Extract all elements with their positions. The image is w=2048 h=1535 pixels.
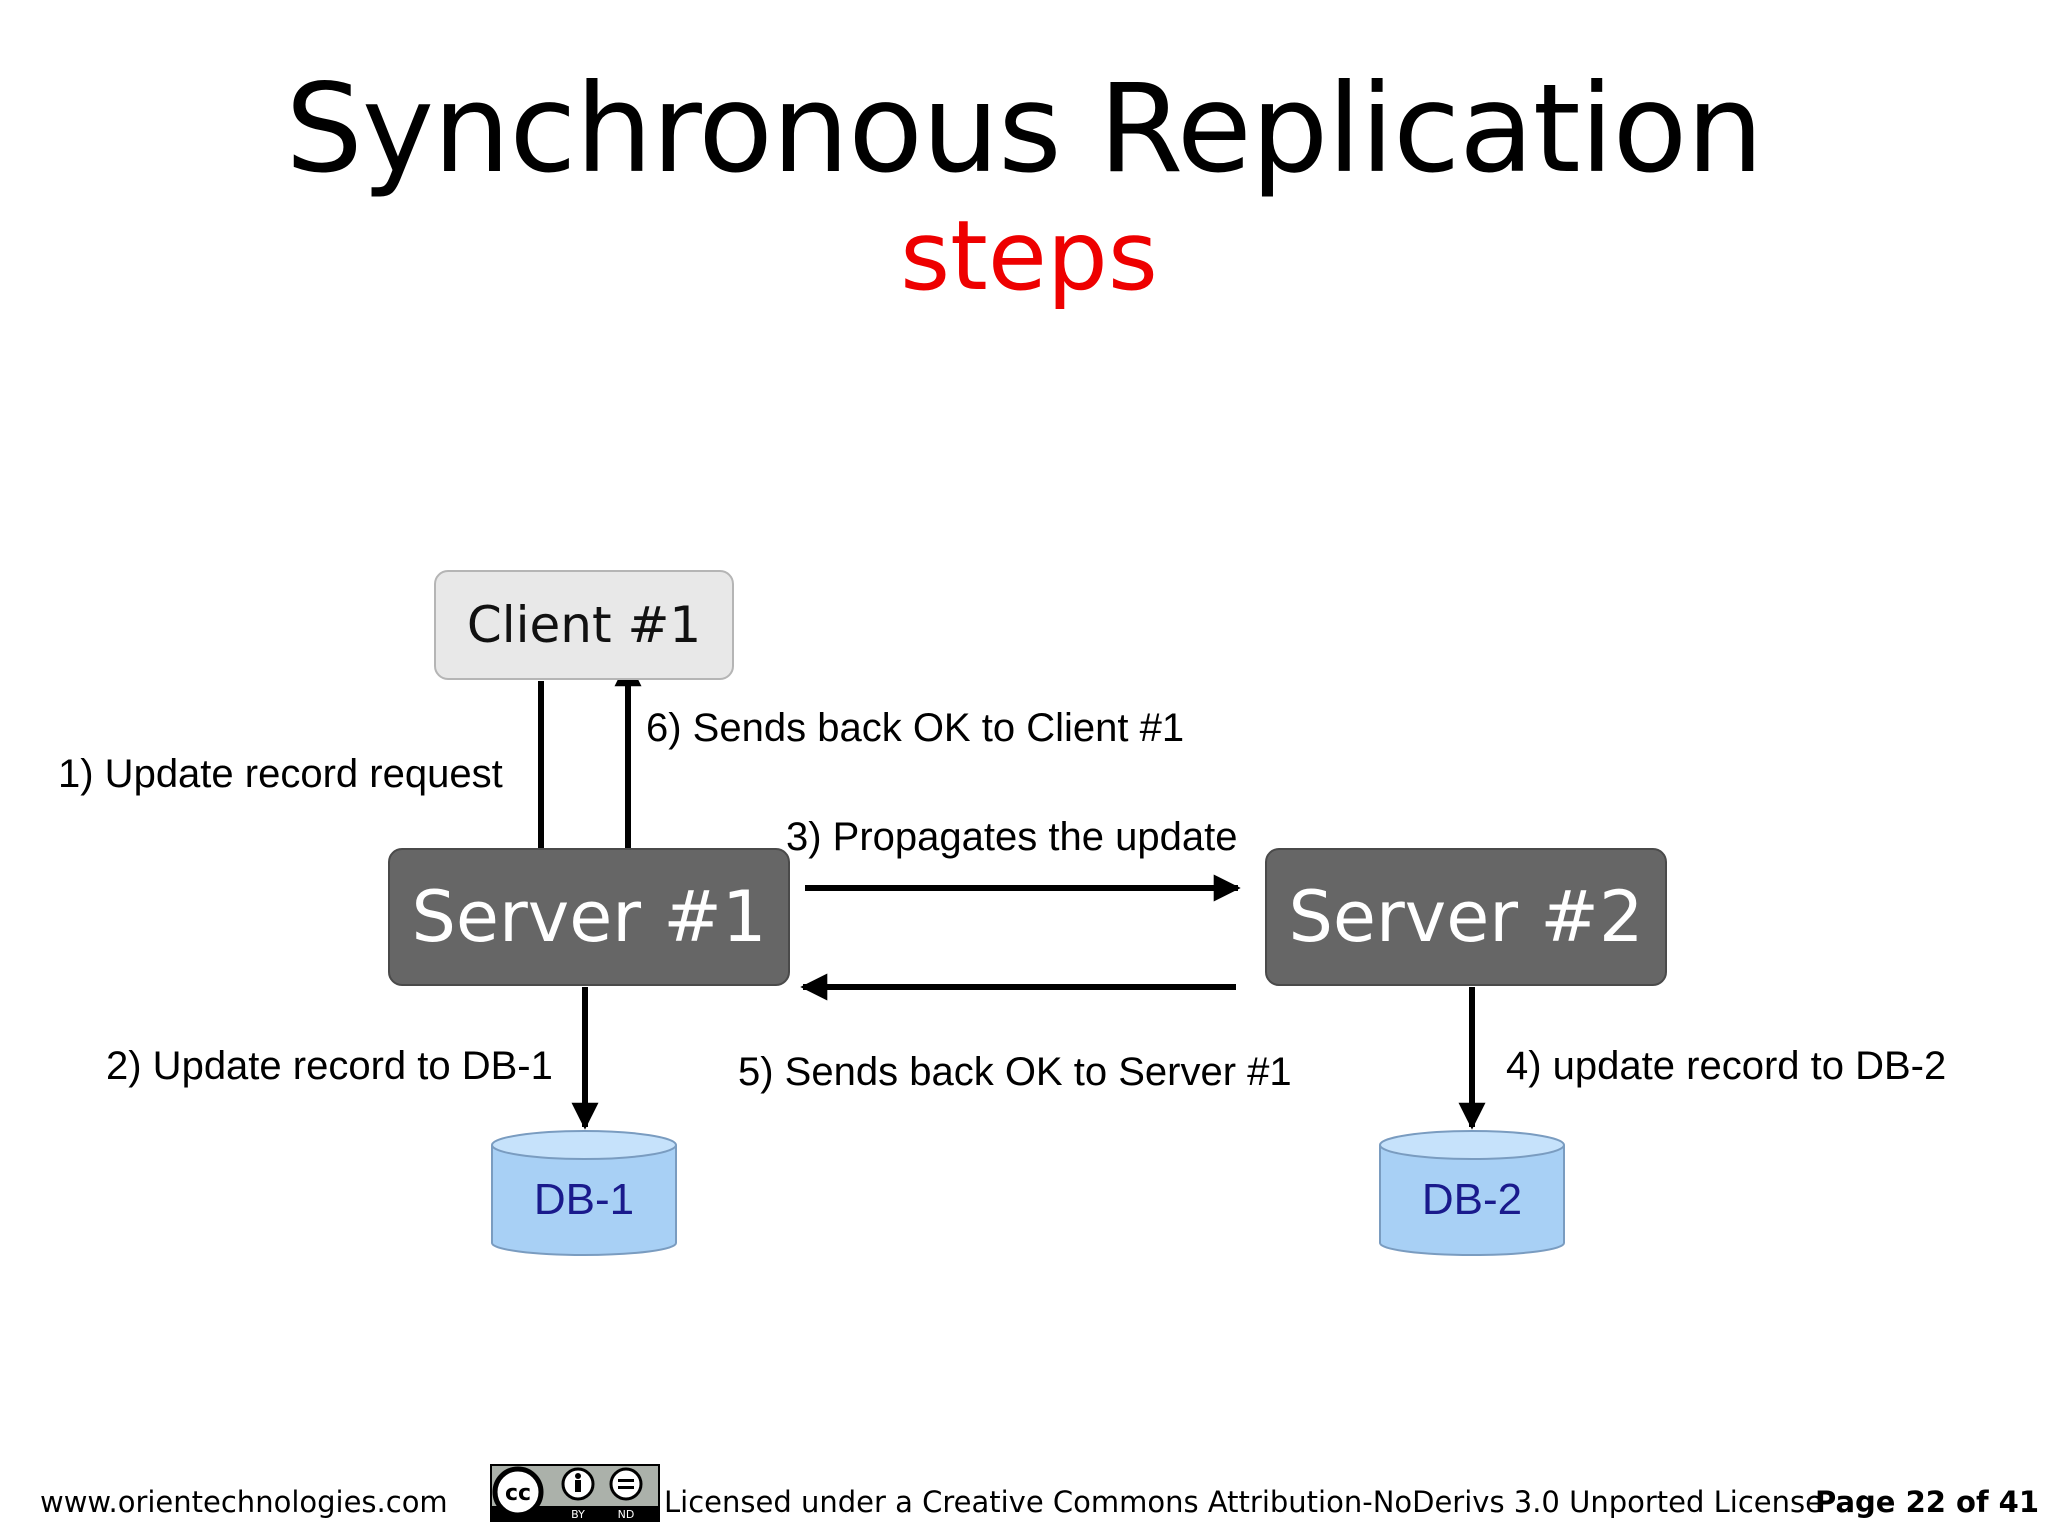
svg-text:cc: cc <box>505 1481 531 1506</box>
db2-label: DB-2 <box>1421 1175 1523 1224</box>
step6-label: 6) Sends back OK to Client #1 <box>646 706 1185 750</box>
footer-website[interactable]: www.orientechnologies.com <box>40 1485 448 1519</box>
step1-label: 1) Update record request <box>58 752 503 796</box>
slide-title: Synchronous Replication <box>285 58 1763 200</box>
step3-label: 3) Propagates the update <box>786 815 1238 859</box>
db2-cylinder <box>1379 1130 1565 1256</box>
cc-by-nd-icon: cc BY ND <box>490 1464 660 1522</box>
client-node: Client #1 <box>434 570 734 680</box>
step4-label: 4) update record to DB-2 <box>1506 1044 1947 1088</box>
server1-node: Server #1 <box>388 848 790 986</box>
footer-license[interactable]: Licensed under a Creative Commons Attrib… <box>664 1485 1823 1519</box>
server2-node: Server #2 <box>1265 848 1667 986</box>
footer-page-number: Page 22 of 41 <box>1815 1485 2040 1519</box>
svg-text:BY: BY <box>571 1508 585 1521</box>
db1-cylinder <box>491 1130 677 1256</box>
slide-subtitle: steps <box>900 200 1158 312</box>
svg-text:ND: ND <box>618 1508 635 1521</box>
step5-label: 5) Sends back OK to Server #1 <box>738 1050 1292 1094</box>
db1-label: DB-1 <box>533 1175 635 1224</box>
step2-label: 2) Update record to DB-1 <box>106 1044 553 1088</box>
